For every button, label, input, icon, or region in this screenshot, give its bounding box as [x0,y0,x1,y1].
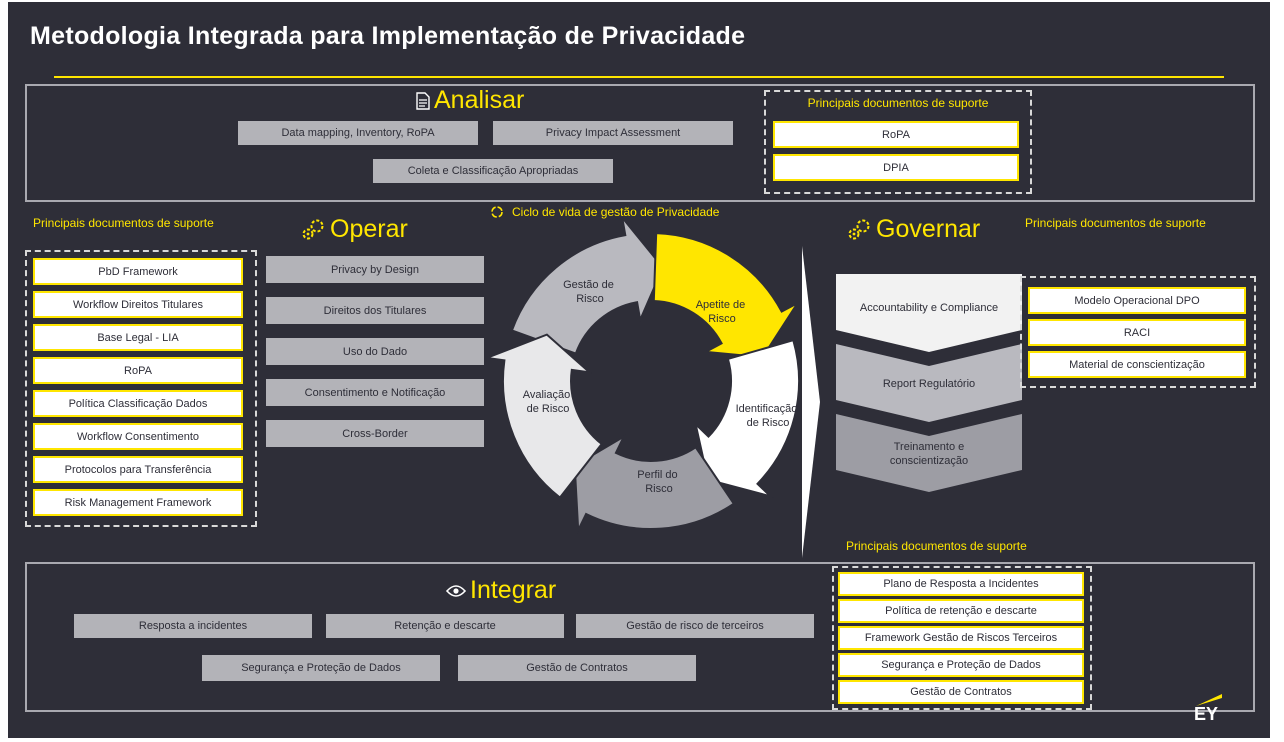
cycle-label-line: de Risco [527,403,570,415]
integrar-doc: Política de retenção e descarte [838,599,1084,623]
operar-doc: Workflow Direitos Titulares [33,291,243,318]
analisar-docs-panel [764,90,1032,194]
eye-icon [446,584,466,597]
cycle-title: Ciclo de vida de gestão de Privacidade [512,205,720,219]
governar-heading-label: Governar [876,215,981,243]
integrar-item: Segurança e Proteção de Dados [202,655,440,681]
governar-docs-panel [1020,276,1256,388]
operar-item: Direitos dos Titulares [266,297,484,324]
governar-doc: Modelo Operacional DPO [1028,287,1246,314]
governar-docs-title: Principais documentos de suporte [1025,216,1206,230]
operar-doc: Política Classificação Dados [33,390,243,417]
logo-text: EY [1194,704,1219,724]
page-title: Metodologia Integrada para Implementação… [30,22,746,50]
governar-doc: Material de conscientização [1028,351,1246,378]
integrar-docs-title: Principais documentos de suporte [846,539,1027,553]
cycle-label-line: Apetite de [696,299,746,311]
governar-doc: RACI [1028,319,1246,346]
cycle-label-identificacao: Identificação de Risco [736,403,801,429]
integrar-doc: Segurança e Proteção de Dados [838,653,1084,677]
integrar-item: Gestão de Contratos [458,655,696,681]
privacy-lifecycle-diagram: Gestão de Risco Apetite de Risco Identif… [486,216,801,535]
title-underline [54,76,1224,78]
analisar-heading-label: Analisar [434,86,525,114]
analisar-heading: Analisar [416,86,524,115]
gears-icon [302,219,324,239]
operar-doc: Workflow Consentimento [33,423,243,450]
cycle-label-line: Perfil do [637,469,677,481]
chevron-shape [836,414,1022,492]
cycle-label-perfil: Perfil do Risco [637,469,680,495]
operar-item: Uso do Dado [266,338,484,365]
governar-chevrons [836,274,1022,492]
cycle-label-line: Identificação [736,403,798,415]
cycle-label-avaliacao: Avaliação de Risco [523,389,574,415]
document-icon [416,91,430,110]
integrar-panel [25,562,1255,712]
operar-doc: RoPA [33,357,243,384]
operar-doc: Protocolos para Transferência [33,456,243,483]
integrar-item: Gestão de risco de terceiros [576,614,814,638]
cycle-label-line: Avaliação [523,389,571,401]
operar-item: Cross-Border [266,420,484,447]
cycle-segment-perfil-do-risco [573,434,736,535]
cycle-label-line: Risco [645,483,673,495]
cycle-label-apetite: Apetite de Risco [696,299,749,325]
analisar-item: Privacy Impact Assessment [493,121,733,145]
cycle-segment-identificacao-de-risco [693,338,801,499]
cycle-label-line: de Risco [747,417,790,429]
ey-logo: EY [1194,692,1224,728]
integrar-doc: Framework Gestão de Riscos Terceiros [838,626,1084,650]
operar-doc: PbD Framework [33,258,243,285]
diagram-canvas: Metodologia Integrada para Implementação… [8,2,1270,738]
analisar-doc: DPIA [773,154,1019,181]
analisar-doc: RoPA [773,121,1019,148]
operar-item: Privacy by Design [266,256,484,283]
integrar-docs-panel [832,566,1092,710]
operar-docs-panel [25,250,257,527]
analisar-item: Data mapping, Inventory, RoPA [238,121,478,145]
governar-item: Treinamento e conscientização [889,440,969,467]
cycle-segment-gestao-de-risco [510,216,665,355]
chevron-shape [836,274,1022,352]
integrar-heading: Integrar [446,576,556,605]
operar-doc: Base Legal - LIA [33,324,243,351]
cycle-label-line: Gestão de [563,279,614,291]
chevron-shape [836,344,1022,422]
operar-doc: Risk Management Framework [33,489,243,516]
cycle-label-gestao: Gestão de Risco [563,279,617,305]
analisar-item: Coleta e Classificação Apropriadas [373,159,613,183]
governar-item: Accountability e Compliance [859,301,999,314]
cycle-label-line: Risco [708,313,736,325]
integrar-heading-label: Integrar [470,576,557,604]
operar-item: Consentimento e Notificação [266,379,484,406]
cycle-icon [491,206,503,218]
analisar-docs-title: Principais documentos de suporte [807,96,989,110]
cycle-segment-apetite-de-risco [652,232,801,359]
analisar-panel [25,84,1255,202]
operar-heading-label: Operar [330,215,408,243]
governar-item: Report Regulatório [882,377,976,390]
operar-heading: Operar [300,215,408,244]
integrar-item: Retenção e descarte [326,614,564,638]
divider-arrow-icon [802,246,820,558]
governar-heading: Governar [846,215,980,244]
integrar-doc: Plano de Resposta a Incidentes [838,572,1084,596]
cycle-segment-avaliacao-de-risco [486,333,604,500]
integrar-doc: Gestão de Contratos [838,680,1084,704]
logo-mark [1196,694,1222,706]
gears-icon [848,219,870,239]
integrar-item: Resposta a incidentes [74,614,312,638]
cycle-title-row: Ciclo de vida de gestão de Privacidade [490,205,719,219]
operar-docs-title: Principais documentos de suporte [33,216,214,230]
cycle-label-line: Risco [576,293,604,305]
